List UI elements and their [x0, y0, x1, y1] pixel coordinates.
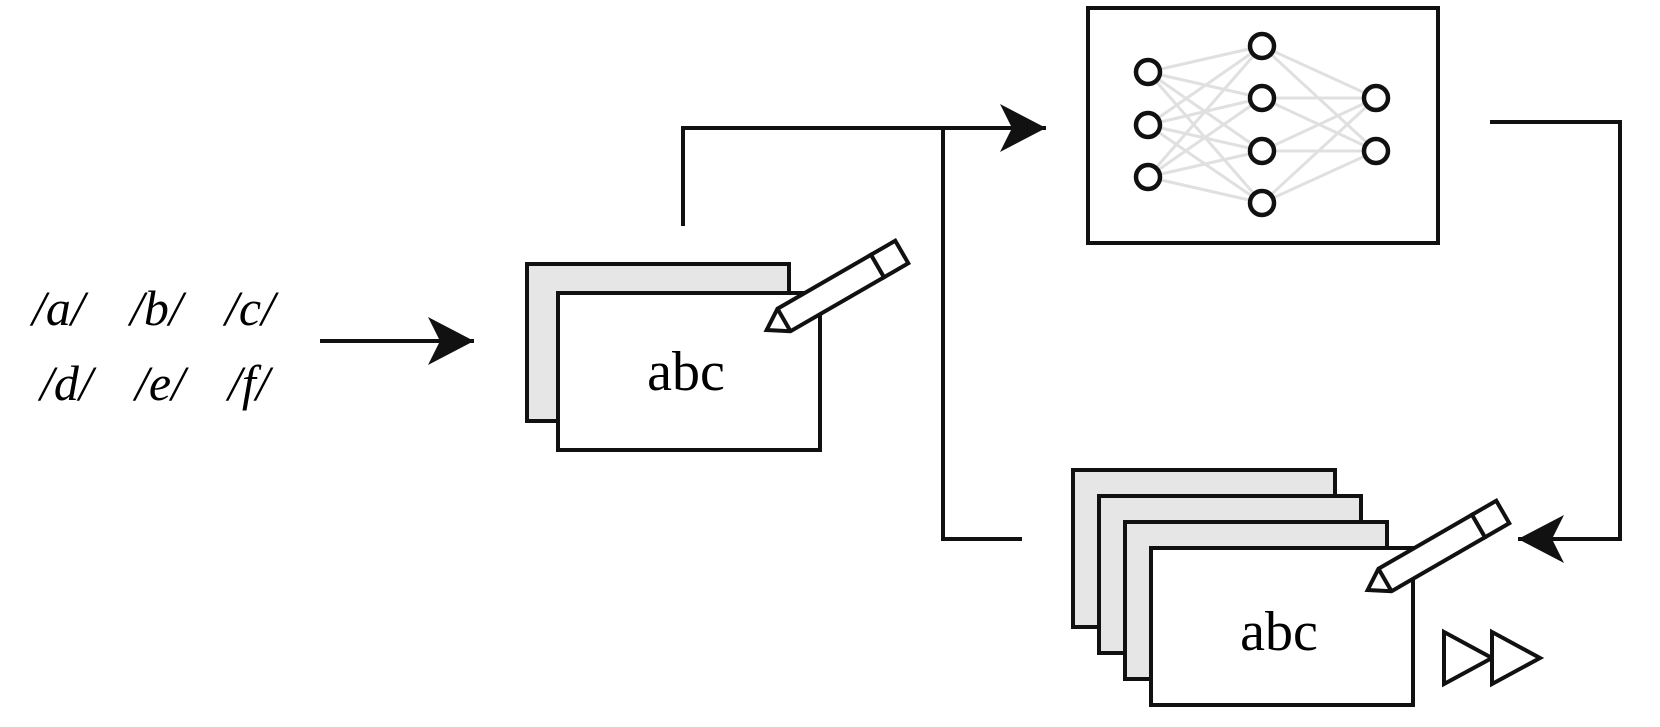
- arrow-to-stack: [1490, 120, 1622, 563]
- phoneme-e: /e/: [132, 355, 189, 411]
- network-edge: [1260, 96, 1378, 205]
- network-node: [1247, 83, 1277, 113]
- network-edge: [1147, 44, 1263, 127]
- stack-card-label: abc: [1240, 601, 1318, 663]
- pencil-icon: [1364, 498, 1513, 594]
- network-node: [1133, 57, 1163, 87]
- network-edges: [1146, 44, 1378, 205]
- fast-forward-icon: [1442, 628, 1545, 688]
- network-node: [1247, 31, 1277, 61]
- phoneme-b: /b/: [127, 280, 187, 336]
- network-edge: [1261, 44, 1377, 100]
- card-stack: abc: [1071, 468, 1513, 707]
- card-label: abc: [647, 341, 725, 403]
- phoneme-list: /a/ /b/ /c/ /d/ /e/ /f/: [29, 280, 279, 411]
- neural-network: [1086, 6, 1440, 245]
- phoneme-c: /c/: [222, 280, 279, 336]
- network-node: [1133, 162, 1163, 192]
- phoneme-d: /d/: [37, 355, 97, 411]
- branch-line: [941, 128, 1022, 541]
- phoneme-f: /f/: [225, 355, 274, 411]
- stack-card-front: [1149, 546, 1415, 707]
- network-node: [1361, 136, 1391, 166]
- network-edge: [1146, 45, 1264, 178]
- network-node: [1361, 83, 1391, 113]
- network-node: [1247, 136, 1277, 166]
- network-edge: [1147, 149, 1263, 179]
- arrow-to-network: [681, 104, 1046, 226]
- network-node: [1133, 110, 1163, 140]
- network-edge: [1147, 175, 1263, 205]
- network-edge: [1261, 96, 1377, 153]
- phoneme-a: /a/: [29, 280, 89, 336]
- pencil-icon: [763, 238, 912, 334]
- network-nodes: [1133, 31, 1391, 218]
- network-box: [1086, 6, 1440, 245]
- network-edge: [1147, 44, 1263, 74]
- transcription-card: abc: [525, 238, 912, 452]
- network-edge: [1261, 149, 1377, 205]
- network-edge: [1147, 96, 1263, 179]
- network-node: [1247, 188, 1277, 218]
